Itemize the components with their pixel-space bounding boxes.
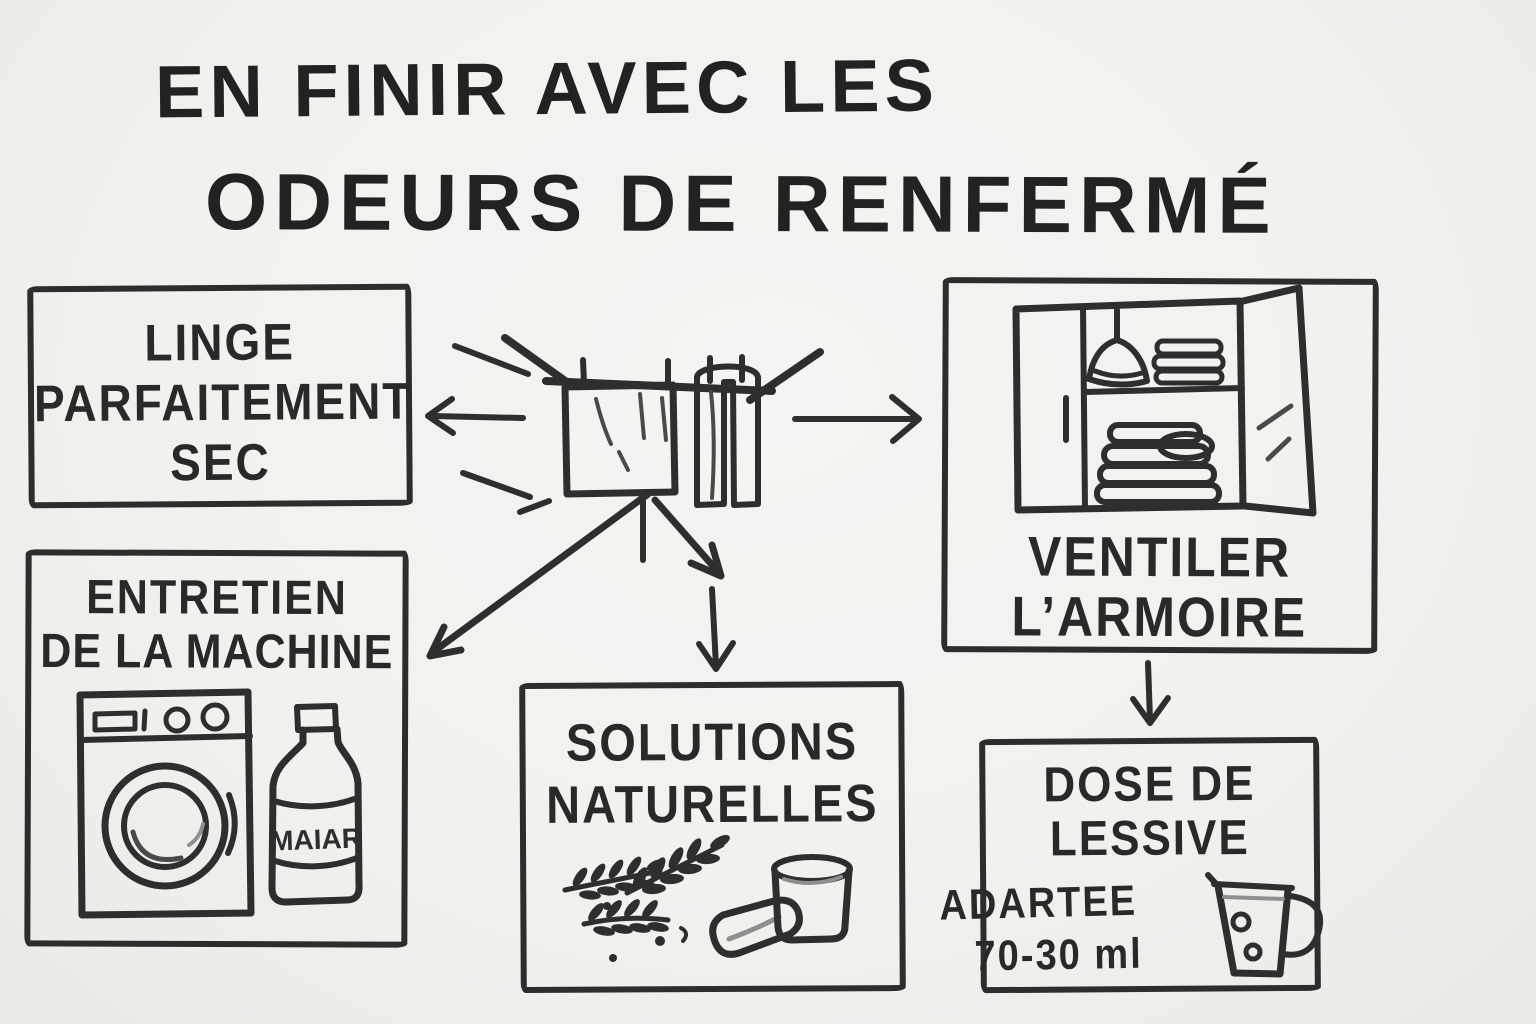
sketch-rays	[452, 343, 646, 563]
page-title-line-1: EN FINIR AVEC LES	[154, 43, 940, 134]
dose-label-line-1: DOSE DE	[1043, 756, 1256, 813]
hanging-pants-icon	[694, 363, 761, 508]
node-dose-lessive: DOSE DE LESSIVE ADARTEE 70-30 ml	[939, 736, 1321, 994]
arrow-left-icon	[425, 396, 526, 436]
node-entretien-machine: ENTRETIEN DE LA MACHINE	[24, 549, 409, 948]
arrow-down-left-icon	[426, 490, 652, 660]
armoire-label-line-2: L’ARMOIRE	[1011, 584, 1308, 650]
page-title-line-2: ODEURS DE RENFERMÉ	[204, 157, 1278, 250]
linge-label-line-3: SEC	[169, 432, 271, 492]
hanging-sheet-icon	[561, 381, 679, 498]
arrow-short-diagonal-icon	[651, 496, 725, 580]
arrow-right-icon	[792, 394, 922, 444]
node-ventiler-armoire: VENTILER L’ARMOIRE	[941, 277, 1379, 654]
arrow-armoire-to-dose-icon	[1130, 660, 1171, 726]
entretien-label-line-2: DE LA MACHINE	[40, 624, 394, 680]
dose-label-line-4: 70-30 ml	[974, 930, 1144, 981]
node-solutions-naturelles: SOLUTIONS NATURELLES	[519, 680, 906, 994]
armoire-label-line-1: VENTILER	[1027, 525, 1292, 589]
dose-label-line-2: LESSIVE	[1049, 810, 1250, 867]
linge-label-line-1: LINGE	[144, 312, 296, 372]
arrow-down-to-solutions-icon	[696, 586, 736, 672]
linge-label-line-2: PARFAITEMENT	[33, 371, 413, 433]
dose-label-line-3: ADARTEE	[938, 877, 1138, 930]
drying-rack-icon	[452, 334, 824, 563]
solutions-label-line-1: SOLUTIONS	[565, 711, 859, 772]
node-linge-sec: LINGE PARFAITEMENT SEC	[27, 283, 413, 509]
entretien-label-line-1: ENTRETIEN	[86, 570, 348, 626]
solutions-label-line-2: NATURELLES	[545, 772, 879, 835]
